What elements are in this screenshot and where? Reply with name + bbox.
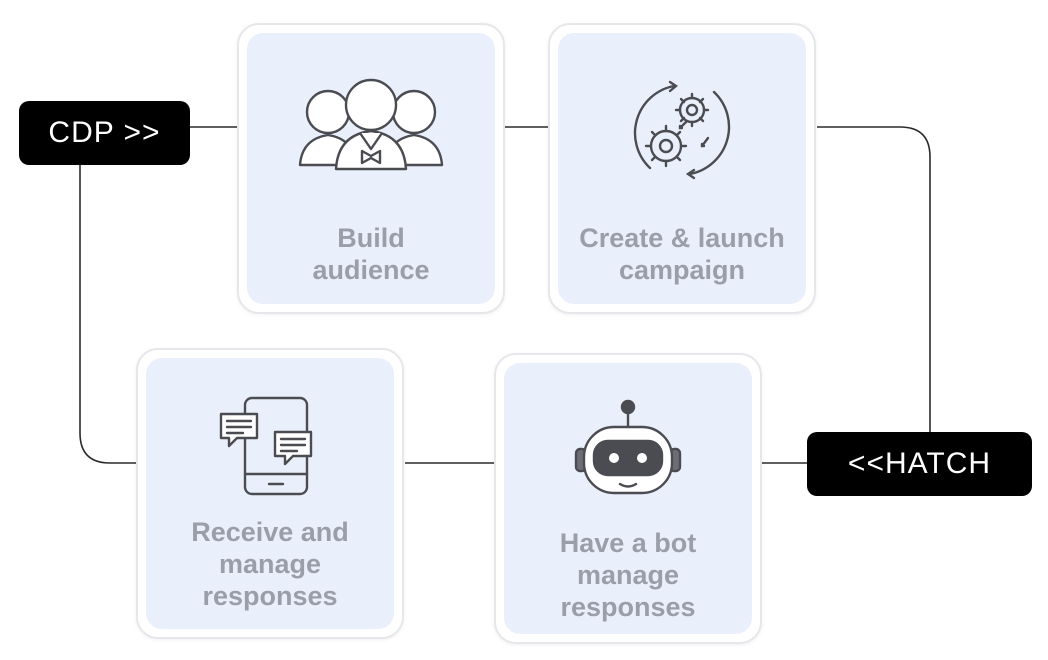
cdp-tag-label: CDP >> (48, 116, 161, 149)
create-campaign-card: Create & launch campaign (548, 23, 816, 314)
people-group-icon (298, 78, 444, 171)
receive-responses-label: Receive and manage responses (191, 517, 349, 611)
gears-cycle-icon (633, 80, 731, 180)
build-audience-card: Build audience (237, 23, 505, 314)
create-campaign-label: Create & launch campaign (579, 223, 785, 285)
build-audience-label: Build audience (312, 223, 430, 285)
cdp-tag: CDP >> (19, 101, 190, 165)
receive-responses-card: Receive and manage responses (136, 348, 404, 639)
line-campaign-to-hatch (817, 126, 931, 432)
line-receive-to-cdp (79, 164, 137, 464)
bot-responses-label: Have a bot manage responses (559, 528, 697, 622)
robot-icon (574, 399, 682, 495)
bot-responses-card: Have a bot manage responses (494, 353, 762, 644)
hatch-tag-label: <<HATCH (847, 447, 992, 480)
hatch-tag: <<HATCH (807, 432, 1032, 496)
phone-chat-icon (219, 396, 313, 496)
